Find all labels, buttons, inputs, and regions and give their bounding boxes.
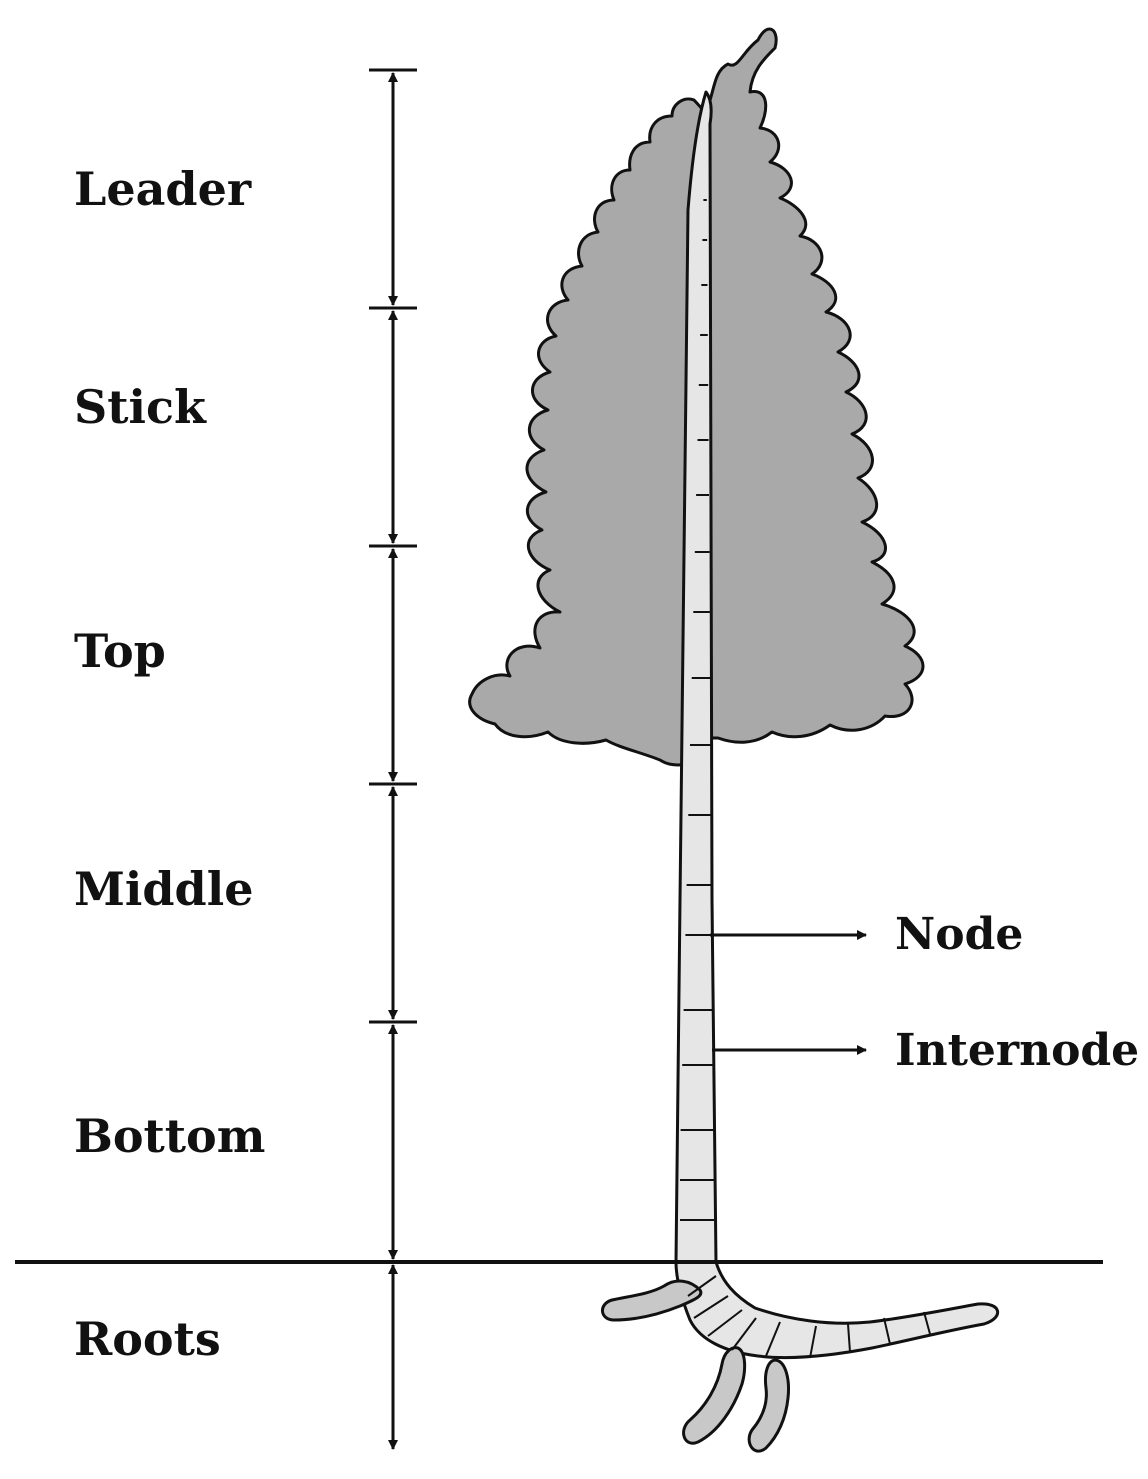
root-node-line [923, 1311, 931, 1335]
root-node-line [765, 1321, 781, 1357]
root-lobe-center [682, 1346, 747, 1445]
root-node-line [707, 1309, 743, 1337]
root-lobe-left [601, 1279, 703, 1322]
section-label-bottom: Bottom [74, 1109, 266, 1163]
section-scale [369, 68, 417, 1450]
section-label-leader: Leader [74, 162, 252, 216]
root-node-line [687, 1275, 717, 1297]
section-label-roots: Roots [74, 1312, 221, 1366]
root-node-line [847, 1323, 851, 1353]
section-label-middle: Middle [74, 862, 254, 916]
root-node-line [883, 1317, 891, 1345]
root-node-line [693, 1295, 729, 1319]
callout-label-internode: Internode [895, 1025, 1140, 1076]
root-lobes [601, 1279, 790, 1453]
root-node-line [731, 1317, 757, 1351]
root-node-line [809, 1325, 817, 1359]
callout-label-node: Node [895, 909, 1024, 960]
section-label-top: Top [74, 624, 166, 678]
section-label-stick: Stick [74, 380, 206, 434]
root-lobe-right [747, 1358, 790, 1453]
node-lines [680, 199, 931, 1359]
